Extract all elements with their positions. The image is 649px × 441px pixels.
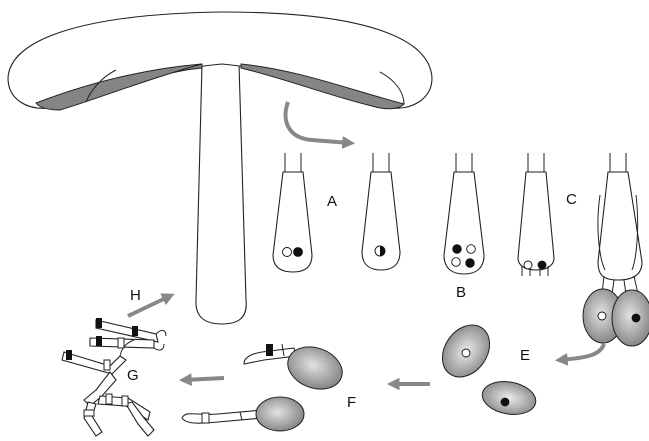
mushroom-stipe — [196, 64, 246, 324]
spore-dark — [480, 378, 539, 419]
basidium-2 — [362, 153, 400, 270]
nucleus-open — [283, 248, 292, 257]
nucleus-dark — [466, 259, 475, 268]
label-A: A — [327, 193, 337, 210]
arrow-gill-to-basidium — [286, 102, 350, 143]
released-spores — [433, 316, 539, 418]
mycelium — [62, 318, 166, 436]
nucleus-dark — [294, 248, 303, 257]
basidium-5 — [583, 153, 649, 346]
germinating-spore-2 — [256, 397, 304, 431]
label-B: B — [456, 284, 466, 301]
label-G: G — [127, 367, 139, 384]
nucleus-open — [452, 258, 461, 267]
label-F: F — [347, 394, 356, 411]
label-E: E — [520, 347, 530, 364]
arrow-to-mycelium — [184, 378, 224, 380]
basidium-1 — [273, 153, 312, 272]
label-C: C — [566, 191, 577, 208]
nucleus-dark — [453, 245, 462, 254]
spore-dark — [612, 290, 649, 346]
nucleus-open — [467, 245, 476, 254]
arrow-spores-to-E — [560, 344, 604, 360]
germinating-spores — [182, 340, 348, 431]
basidium-3 — [444, 153, 484, 274]
mushroom — [8, 12, 432, 324]
nucleus-open — [524, 261, 532, 269]
nucleus-dark — [538, 261, 546, 269]
basidium-4 — [518, 153, 554, 276]
label-H: H — [130, 287, 141, 304]
